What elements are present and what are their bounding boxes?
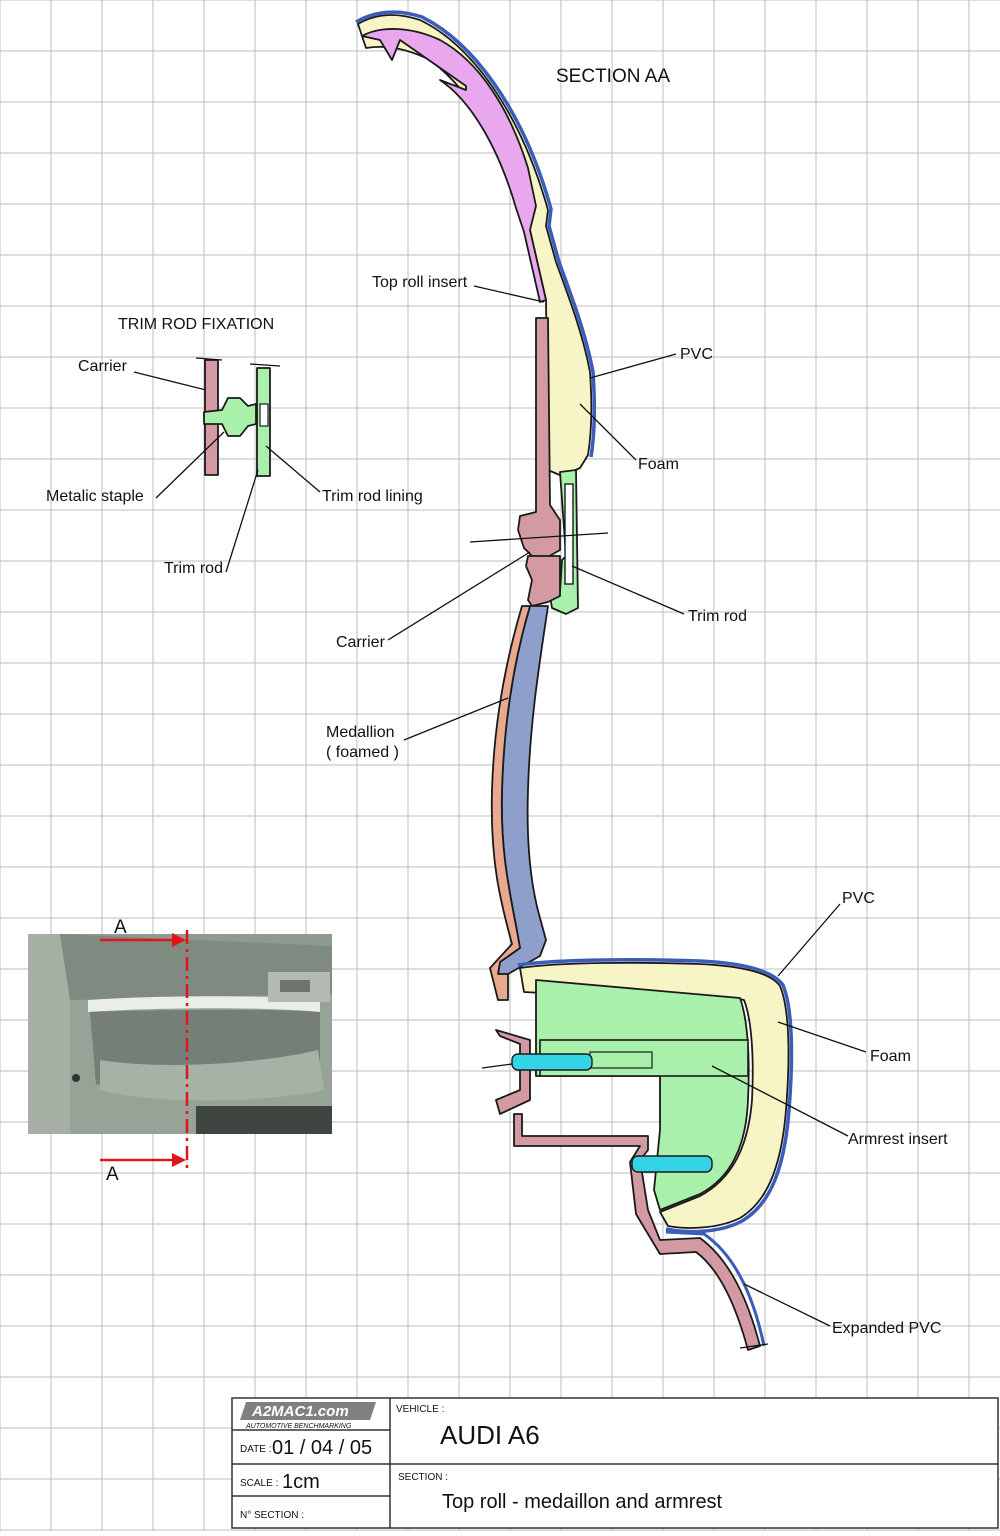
section-marker-bottom: A xyxy=(106,1164,119,1185)
main-section xyxy=(355,10,794,1351)
scale-value: 1cm xyxy=(282,1471,320,1493)
detail-label-trim-rod-lining: Trim rod lining xyxy=(322,488,423,505)
logo-badge xyxy=(240,1402,376,1420)
logo-subtext: AUTOMOTIVE BENCHMARKING xyxy=(245,1423,352,1430)
section-title: SECTION AA xyxy=(556,66,670,87)
section-label: SECTION : xyxy=(398,1472,448,1483)
label-foam-lower: Foam xyxy=(870,1048,911,1065)
section-marker-top: A xyxy=(114,917,127,938)
armrest-carrier xyxy=(495,1029,531,1115)
date-value: 01 / 04 / 05 xyxy=(272,1437,372,1459)
label-carrier: Carrier xyxy=(336,634,386,651)
date-label: DATE : xyxy=(240,1444,271,1455)
leader-lines xyxy=(133,285,867,1327)
trim-rod-slot xyxy=(564,483,574,585)
trim-rod-fixation-title: TRIM ROD FIXATION xyxy=(118,316,274,333)
top-roll-pvc-skin xyxy=(355,10,597,458)
expanded-pvc-skin xyxy=(665,1230,766,1347)
label-medallion: Medallion xyxy=(326,724,394,741)
detail-label-carrier: Carrier xyxy=(78,358,128,375)
section-value: Top roll - medaillon and armrest xyxy=(442,1491,723,1513)
label-expanded-pvc: Expanded PVC xyxy=(832,1320,941,1337)
armrest-pvc-skin xyxy=(517,958,794,1234)
label-foam-upper: Foam xyxy=(638,456,679,473)
label-pvc-lower: PVC xyxy=(842,890,875,907)
section-no-label: N° SECTION : xyxy=(240,1510,304,1521)
trim-rod-fixation-detail xyxy=(195,357,281,477)
title-block: A2MAC1.com AUTOMOTIVE BENCHMARKING DATE … xyxy=(231,1397,999,1529)
fastener-lower xyxy=(631,1155,713,1173)
top-roll-insert xyxy=(361,28,547,303)
detail-label-trim-rod: Trim rod xyxy=(164,560,223,577)
vehicle-label: VEHICLE : xyxy=(396,1404,444,1415)
label-medallion-foamed: ( foamed ) xyxy=(326,744,399,761)
label-armrest-insert: Armrest insert xyxy=(848,1131,948,1148)
armrest-slot-inner xyxy=(589,1051,653,1069)
label-top-roll-insert: Top roll insert xyxy=(372,274,468,291)
door-panel-photo: A A xyxy=(28,917,332,1185)
label-pvc-upper: PVC xyxy=(680,346,713,363)
detail-metalic-staple xyxy=(203,397,257,437)
scale-label: SCALE : xyxy=(240,1478,278,1489)
medallion-skin xyxy=(489,605,531,1001)
label-trim-rod: Trim rod xyxy=(688,608,747,625)
vehicle-value: AUDI A6 xyxy=(440,1420,540,1450)
fastener-upper xyxy=(511,1053,593,1071)
detail-label-metalic-staple: Metalic staple xyxy=(46,488,144,505)
logo-text: A2MAC1.com xyxy=(251,1403,349,1420)
armrest-insert xyxy=(535,979,750,1211)
carrier-lower xyxy=(525,555,561,607)
detail-trim-rod-lining xyxy=(259,403,269,427)
